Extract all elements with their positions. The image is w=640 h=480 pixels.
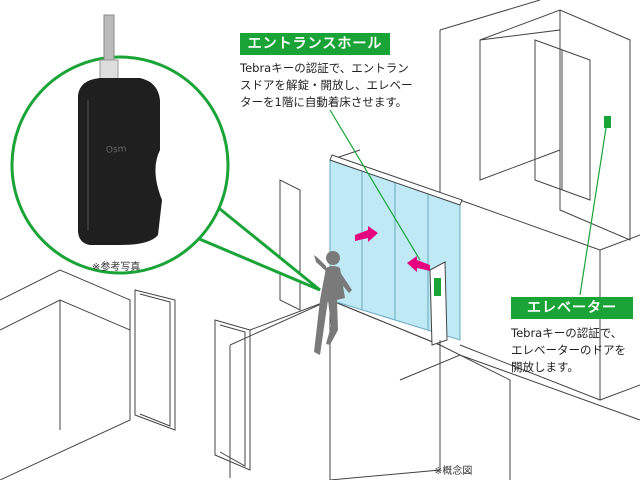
elevator-description: Tebraキーの認証で、 エレベーターのドアを 開放します。 — [511, 325, 639, 376]
photo-callout — [10, 14, 321, 292]
entrance-desc-line-1: Tebraキーの認証で、エントラン — [240, 61, 409, 75]
door-opening-arrows — [355, 226, 430, 272]
entrance-hall-label: エントランスホール — [240, 33, 390, 55]
elevator-label: エレベーター — [511, 297, 633, 319]
photo-caption: ※参考写真 — [92, 262, 141, 273]
elevator-desc-line-1: Tebraキーの認証で、 — [511, 326, 623, 340]
entrance-desc-line-2: スドアを解錠・開放し、エレベー — [240, 78, 413, 92]
elevator-desc-line-2: エレベーターのドアを — [511, 343, 626, 357]
card-reader-stand — [429, 261, 448, 350]
key-brand-text: Osm — [105, 144, 127, 156]
elevator-desc-line-3: 開放します。 — [511, 360, 579, 374]
person-silhouette — [314, 251, 352, 355]
concept-note: ※概念図 — [434, 466, 473, 477]
leader-lines — [329, 109, 607, 296]
entrance-desc-line-3: ターを1階に自動着床させます。 — [240, 95, 408, 109]
entrance-glass-doors — [329, 154, 463, 341]
elevator-call-panel — [604, 116, 611, 128]
entrance-description: Tebraキーの認証で、エントラン スドアを解錠・開放し、エレベー ターを1階に… — [240, 60, 440, 111]
